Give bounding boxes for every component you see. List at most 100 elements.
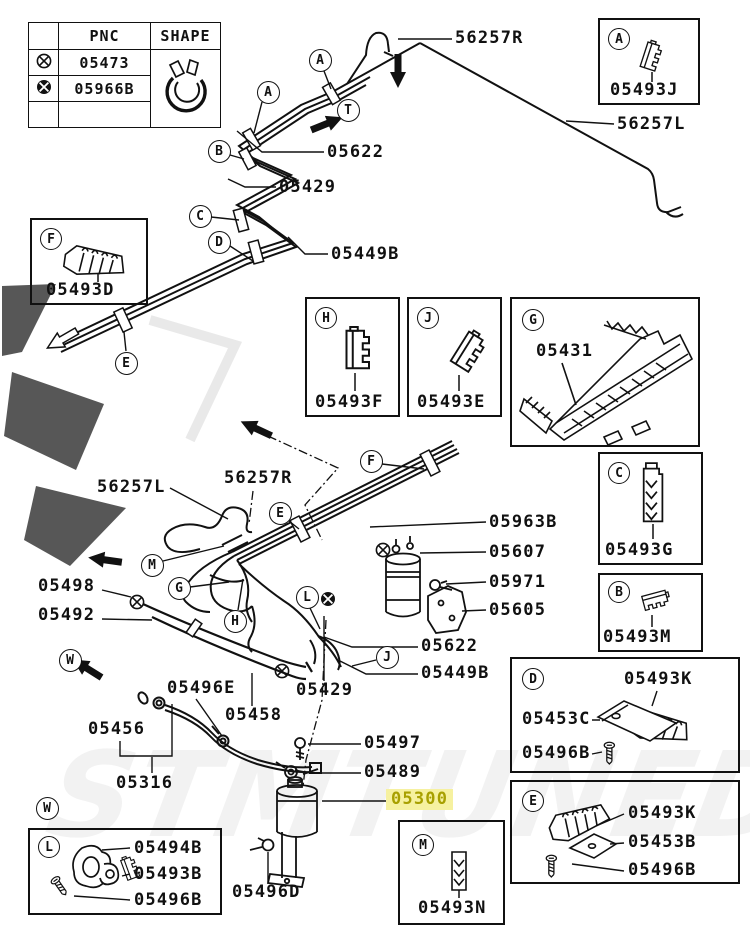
screw-icon xyxy=(49,874,71,898)
diagram-marker-e: E xyxy=(268,501,292,525)
circle-cross-icon xyxy=(273,662,291,684)
pnc-shape-table: PNC SHAPE 05473 05966B xyxy=(28,22,221,128)
detail-box-c: C 05493G xyxy=(598,452,703,565)
part-callout: 05963B xyxy=(489,512,558,532)
part-number: 05496B xyxy=(522,743,591,763)
empty-cell xyxy=(28,101,59,128)
part-number: 05493E xyxy=(417,392,486,412)
part-number: 05493N xyxy=(418,898,487,918)
shape-header: SHAPE xyxy=(150,22,221,50)
multi-clip-icon xyxy=(62,243,128,282)
clip-icon xyxy=(449,327,490,391)
part-callout: 56257L xyxy=(97,477,166,497)
marker-e: E xyxy=(522,790,544,812)
detail-box-f: F 05493D xyxy=(30,218,148,305)
part-callout: 56257R xyxy=(455,28,524,48)
detail-box-h: H 05493F xyxy=(305,297,400,417)
canister-assembly xyxy=(385,536,467,634)
construction-lines xyxy=(248,435,340,788)
diagram-marker-b: B xyxy=(207,139,231,163)
detail-box-m: M 05493N xyxy=(398,820,505,925)
part-number: 05453C xyxy=(522,709,591,729)
grommet-icon xyxy=(72,844,120,889)
detail-box-g: G 05431 xyxy=(510,297,700,447)
diagram-marker-d: D xyxy=(207,230,231,254)
circle-cross-filled-icon xyxy=(319,590,337,612)
part-callout: 05971 xyxy=(489,572,547,592)
part-callout: 05622 xyxy=(421,636,479,656)
detail-box-d: D 05493K 05453C 05496B xyxy=(510,657,740,773)
part-number: 05493B xyxy=(134,864,203,884)
marker-b: B xyxy=(608,581,630,603)
screw-icon xyxy=(603,741,616,765)
detail-box-l: L 05494B 05493B 05496B xyxy=(28,828,222,915)
part-number: 05493K xyxy=(628,803,697,823)
part-callout: 05605 xyxy=(489,600,547,620)
clamp-shape-icon xyxy=(150,49,221,128)
marker-j: J xyxy=(417,307,439,329)
diagram-marker-t: T xyxy=(336,98,360,122)
part-callout: 05496E xyxy=(167,678,236,698)
table-header-row: PNC SHAPE xyxy=(28,22,221,50)
circle-cross-icon xyxy=(374,541,392,563)
front-fuel-pipes xyxy=(56,31,684,353)
fuel-hose-assembly xyxy=(137,691,322,775)
marker-d: D xyxy=(522,668,544,690)
part-callout: 05498 xyxy=(38,576,96,596)
screw-icon xyxy=(545,854,558,878)
part-callout: 05492 xyxy=(38,605,96,625)
part-number: 05493F xyxy=(315,392,384,412)
clip-icon xyxy=(639,38,665,82)
circle-cross-icon xyxy=(128,593,146,615)
marker-m: M xyxy=(412,834,434,856)
part-number: 05493G xyxy=(605,540,674,560)
part-callout: 56257R xyxy=(224,468,293,488)
bracket-clip-drawing xyxy=(545,799,625,878)
detail-box-j: J 05493E xyxy=(407,297,502,417)
direction-arrows xyxy=(45,54,406,681)
detail-box-a: A 05493J xyxy=(598,18,700,105)
part-callout: 05429 xyxy=(279,177,337,197)
marker-g: G xyxy=(522,309,544,331)
bracket-clip-drawing xyxy=(591,690,692,765)
part-number: 05431 xyxy=(536,341,594,361)
part-callout: 05456 xyxy=(88,719,146,739)
part-number: 05494B xyxy=(134,838,203,858)
diagram-marker-c: C xyxy=(188,204,212,228)
diagram-marker-l: L xyxy=(295,585,319,609)
diagram-marker-f: F xyxy=(359,449,383,473)
rear-fuel-pipes xyxy=(163,440,460,671)
clip-icon xyxy=(345,326,370,391)
diagram-marker-g: G xyxy=(167,576,191,600)
marker-h: H xyxy=(315,307,337,329)
pnc-header: PNC xyxy=(58,22,151,50)
grommet-clip-drawing xyxy=(49,844,141,901)
marker-a: A xyxy=(608,28,630,50)
table-row xyxy=(28,101,221,128)
detail-box-b: B 05493M xyxy=(598,573,703,652)
part-number: 05493D xyxy=(46,280,115,300)
part-callout: 05497 xyxy=(364,733,422,753)
leader-lines xyxy=(101,38,615,882)
clip-icon xyxy=(641,588,672,627)
fuel-filter-assembly xyxy=(249,737,318,888)
part-callout: 05489 xyxy=(364,762,422,782)
pipe-clamps xyxy=(112,81,441,638)
diagram-marker-w: W xyxy=(58,648,82,672)
part-number: 05453B xyxy=(628,832,697,852)
empty-cell xyxy=(58,101,151,128)
stacked-clip-icon xyxy=(642,462,664,539)
part-callout: 05458 xyxy=(225,705,283,725)
part-number: 05493K xyxy=(624,669,693,689)
part-callout: 05622 xyxy=(327,142,385,162)
pnc-value: 05966B xyxy=(58,75,151,102)
diagram-marker-w: W xyxy=(35,796,59,820)
part-callout: 05429 xyxy=(296,680,354,700)
part-number: 05493J xyxy=(610,80,679,100)
marker-f: F xyxy=(40,228,62,250)
marker-l: L xyxy=(38,836,60,858)
circle-cross-filled-icon xyxy=(28,75,59,102)
